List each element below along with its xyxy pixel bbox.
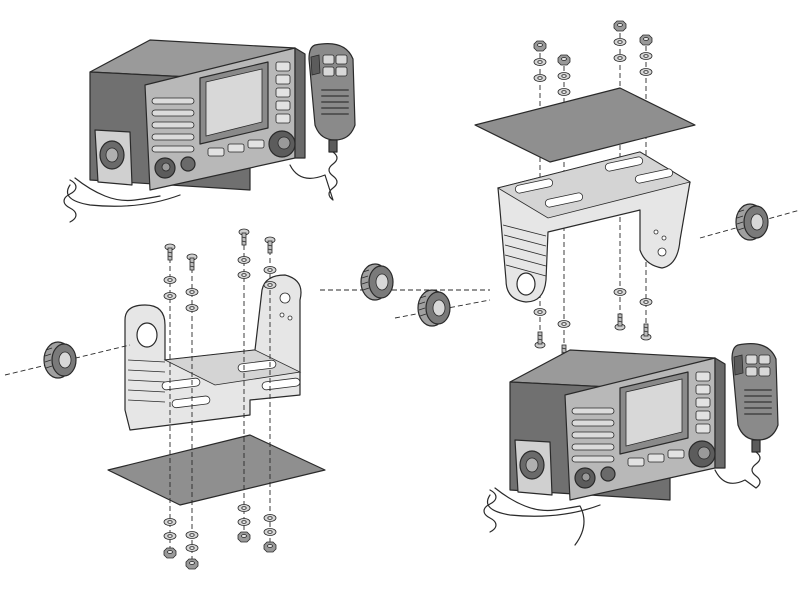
mounting-plate-right: [474, 87, 696, 163]
nuts-right: [533, 20, 653, 66]
washers-right-top: [533, 38, 653, 96]
mounting-plate-left: [107, 434, 326, 506]
washers-left-top: [163, 256, 277, 312]
handset-microphone-bottom-right: [731, 343, 779, 453]
knob-middle-upper: [360, 263, 394, 301]
washers-left-bottom: [163, 504, 277, 552]
knob-middle-lower: [417, 289, 451, 327]
coiled-cord-top-left: [63, 177, 181, 223]
washers-right-bottom: [533, 288, 653, 328]
mic-cord-bottom-right: [714, 451, 761, 489]
bolts-left: [164, 228, 276, 271]
nuts-left: [163, 531, 277, 570]
mic-cord-top-left: [289, 151, 338, 201]
handset-microphone-top-left: [308, 43, 356, 153]
mounting-bracket-right: [496, 151, 692, 303]
coiled-cord-bottom-right: [483, 487, 601, 546]
mounting-bracket-left: [124, 274, 302, 431]
knob-right: [735, 203, 769, 241]
knob-left: [43, 341, 77, 379]
radio-unit-top-left: [89, 39, 306, 191]
radio-unit-bottom-right: [509, 349, 726, 501]
